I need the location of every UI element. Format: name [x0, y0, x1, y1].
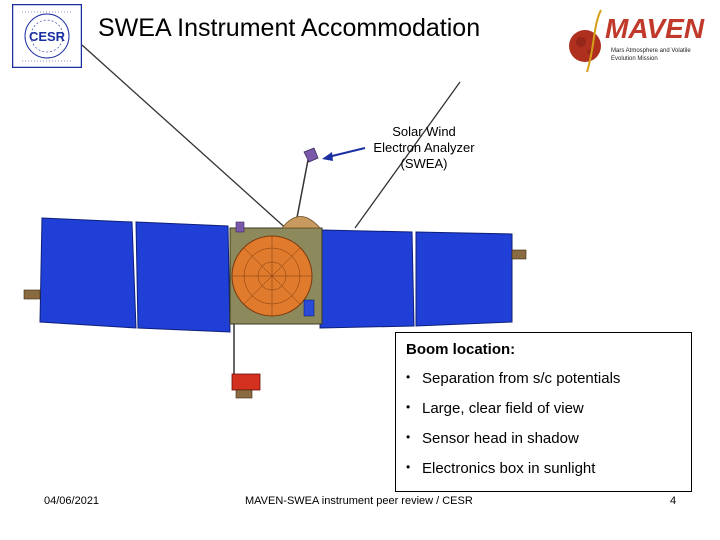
electronics-box: [231, 373, 261, 391]
footer-date: 04/06/2021: [44, 495, 100, 507]
cesr-logo: CESR: [12, 4, 82, 68]
swea-callout: Solar Wind Electron Analyzer (SWEA): [360, 124, 488, 172]
list-item: Large, clear field of view: [406, 400, 681, 417]
boom-location-list: Separation from s/c potentials Large, cl…: [406, 370, 681, 477]
list-item: Electronics box in sunlight: [406, 460, 681, 477]
solar-panel-right-inner: [319, 229, 415, 329]
footer-center-text: MAVEN-SWEA instrument peer review / CESR: [245, 495, 473, 507]
callout-arrow: [327, 147, 366, 158]
list-item: Sensor head in shadow: [406, 430, 681, 447]
swea-sensor-head: [303, 147, 319, 163]
page-title: SWEA Instrument Accommodation: [98, 14, 481, 42]
list-item: Separation from s/c potentials: [406, 370, 681, 387]
maven-subtitle: Mars Atmosphere and Volatile Evolution M…: [611, 48, 691, 62]
right-thruster: [511, 249, 527, 260]
page-number: 4: [670, 495, 677, 507]
left-thruster: [23, 289, 41, 300]
side-instrument: [303, 299, 315, 317]
callout-line: (SWEA): [400, 156, 448, 171]
antenna-line-right: [354, 81, 461, 229]
solar-panel-left-inner: [135, 221, 231, 333]
maven-logo: MAVEN: [569, 9, 705, 73]
top-sensor-small: [235, 221, 245, 233]
solar-panel-right-outer: [415, 231, 513, 327]
boom-location-box: Boom location: Separation from s/c poten…: [395, 332, 692, 492]
cesr-logo-text: CESR: [29, 29, 66, 44]
maven-logo-text: MAVEN: [605, 13, 705, 44]
top-instrument-dome: [281, 216, 321, 229]
callout-arrowhead: [322, 152, 333, 161]
solar-panel-left-outer: [39, 217, 137, 329]
boom-location-heading: Boom location:: [406, 341, 516, 358]
antenna-line-left: [81, 44, 291, 233]
callout-line: Electron Analyzer: [373, 140, 475, 155]
callout-line: Solar Wind: [392, 124, 456, 139]
